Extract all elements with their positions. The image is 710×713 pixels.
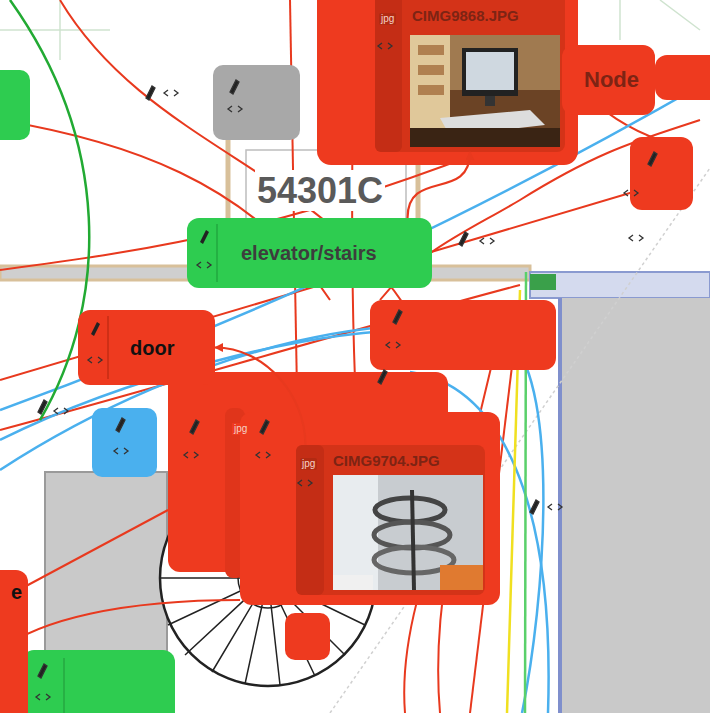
file-type-tag: jpg [379,13,396,25]
red-lines-under-part [0,600,240,650]
image-card: jpg CIMG9704.JPG [296,445,485,595]
red-lines-under-part [0,120,560,270]
file-type-tag: jpg [300,458,317,470]
photo-stairs-part [333,475,378,590]
small-icons [36,43,657,700]
photo-desk-part [418,65,444,75]
photo-desk-part [410,128,560,147]
pencil-icon [200,230,209,244]
photo-stairs-part [440,565,483,590]
connector [408,152,471,218]
photo-stairs-part [333,575,373,590]
red-shapes-part [296,445,324,595]
small-icons-part [624,190,638,196]
small-icons-part [190,420,199,434]
file-name: CIMG9704.JPG [331,451,442,471]
small-icons-part [38,664,47,678]
photo-desk-part [450,35,560,90]
small-icons-part [378,370,387,384]
icon-divider [107,316,109,379]
photo-stairs-part [333,475,483,590]
red-shapes-part [655,55,710,100]
red-shapes-part [630,137,693,210]
image-card: jpg CIMG9868.JPG [375,0,565,152]
small-icons-part [480,238,494,244]
red-shapes-part [375,0,402,152]
small-icons-part [228,106,242,112]
small-icons-part [459,232,468,246]
small-icons-part [648,152,657,166]
small-icons-part [256,452,270,458]
small-icons-part [184,452,198,458]
photo-stairs-part [412,490,414,590]
photo-desk-part [485,96,495,106]
small-icons-part [260,420,269,434]
photo-desk-part [462,48,518,96]
photo-desk [410,35,560,147]
photo-desk-part [418,85,444,95]
blue-lines [0,80,710,713]
small-icons-part [146,86,155,100]
place-box: door [78,310,215,385]
photo-desk-part [466,52,514,90]
floor-plan-lines-part [530,274,556,290]
red-shapes-part [240,412,500,605]
small-icons-part [114,448,128,454]
node-box: Node [562,45,655,115]
red-shapes [168,0,710,660]
other-shapes-part [22,650,175,713]
icon-divider [216,224,218,282]
file-name: CIMG9868.JPG [410,6,521,26]
place-box: elevator/stairs [187,218,432,288]
small-icons-part [36,694,50,700]
pencil-icon [91,322,100,336]
small-icons-part [38,400,47,414]
other-shapes-part [92,408,157,477]
node-icons [187,218,219,288]
red-shapes-part [317,0,578,165]
other-shapes-part [0,70,30,140]
small-icons-part [164,90,178,96]
node-label: elevator/stairs [241,241,377,265]
cut-off-box: e [0,570,28,713]
red-shapes-part [370,300,556,370]
small-icons-part [530,500,539,514]
room-number: 54301C [255,170,385,211]
red-shapes-part [375,0,565,152]
small-icons-part [548,504,562,510]
photo-desk-part [410,35,560,147]
connector [215,348,305,446]
code-icon [88,357,102,363]
other-shapes-part [63,658,65,713]
red-shapes-part [285,613,330,660]
floor-plan-lines-part [558,298,710,713]
small-icons-part [54,408,68,414]
code-icon [197,262,211,268]
file-type-tag: jpg [232,423,249,435]
red-shapes-part [296,445,485,595]
node-label: door [130,336,174,360]
small-icons-part [116,418,125,432]
small-icons-part [230,80,239,94]
photo-stairs [333,475,483,590]
node-icons [78,310,110,385]
photo-stairs-part [375,498,445,522]
small-icons-part [386,342,400,348]
small-icons-part [378,43,392,49]
small-icons-part [629,235,643,241]
other-shapes [0,65,300,713]
photo-desk-part [418,45,444,55]
other-shapes-part [213,65,300,140]
node-label: Node [584,67,639,93]
small-icons-part [298,480,312,486]
floor-plan-lines-part [530,272,710,298]
node-label: e [11,580,22,604]
small-icons-part [393,310,402,324]
